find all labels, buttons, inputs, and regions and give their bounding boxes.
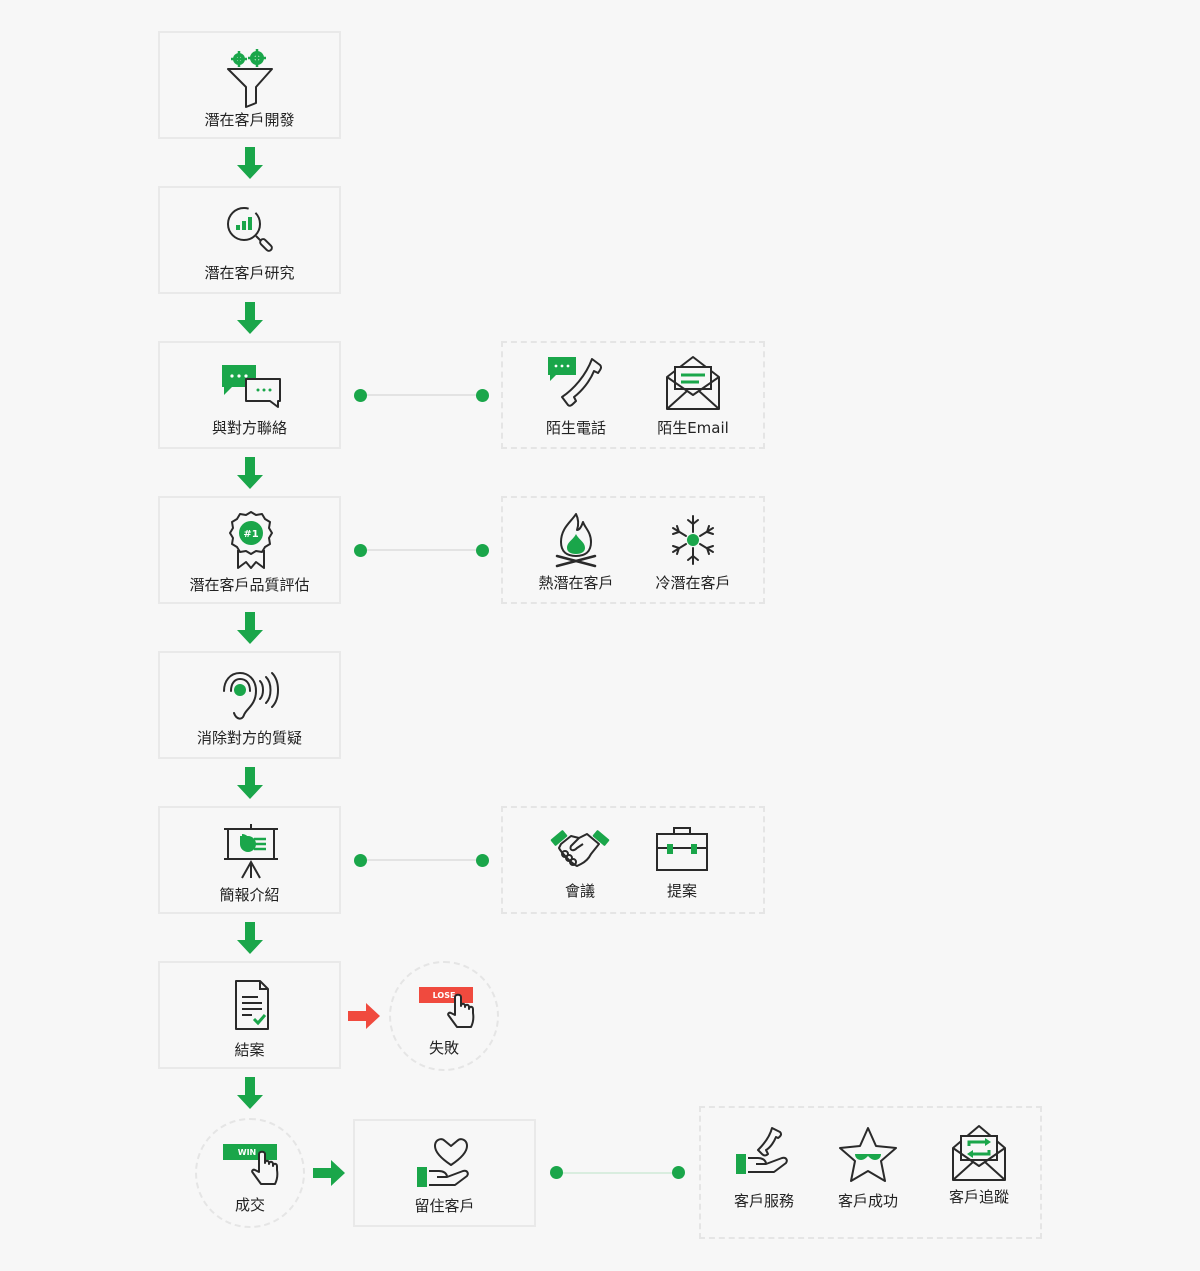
arrow-down-icon [237, 922, 263, 954]
option-cold-lead: 冷潛在客戶 [638, 512, 748, 592]
win-hand-icon: WIN [223, 1144, 279, 1185]
step-label: 潛在客戶研究 [204, 264, 295, 282]
step-label: 潛在客戶開發 [204, 111, 295, 129]
option-proposal: 提案 [627, 824, 737, 900]
step-prospecting: 潛在客戶開發 [158, 31, 341, 139]
connector-dot [354, 854, 367, 867]
arrow-right-icon [313, 1160, 345, 1186]
handshake-icon [550, 830, 610, 867]
svg-text:#1: #1 [243, 529, 258, 540]
gear-funnel-icon [227, 49, 273, 108]
arrow-down-icon [237, 302, 263, 334]
star-icon [839, 1127, 897, 1182]
contact-options-group: 陌生電話 陌生Email [501, 341, 765, 449]
step-objections: 消除對方的質疑 [158, 651, 341, 759]
step-presentation: 簡報介紹 [158, 806, 341, 914]
arrow-right-red-icon [348, 1003, 380, 1029]
step-label: 結案 [234, 1041, 265, 1059]
connector-dot [476, 544, 489, 557]
svg-text:LOSE: LOSE [433, 991, 456, 1000]
hand-phone-icon [736, 1127, 788, 1174]
step-label: 與對方聯絡 [211, 419, 287, 437]
snowflake-icon [672, 515, 714, 565]
option-cold-call: 陌生電話 [521, 355, 631, 437]
retain-options-group: 客戶服務 客戶成功 客戶追蹤 [699, 1106, 1042, 1239]
email-open-icon [666, 356, 720, 410]
arrow-down-icon [237, 457, 263, 489]
lose-label: 失敗 [428, 1039, 459, 1057]
step-label: 成交 [234, 1196, 265, 1214]
svg-text:WIN: WIN [238, 1148, 257, 1157]
hand-heart-icon [417, 1138, 469, 1187]
arrow-down-icon [237, 1077, 263, 1109]
magnifier-chart-icon [227, 207, 273, 252]
step-research: 潛在客戶研究 [158, 186, 341, 294]
step-retention: 留住客戶 [353, 1119, 536, 1227]
connector-dot [476, 389, 489, 402]
option-customer-success: 客戶成功 [813, 1126, 923, 1210]
document-check-icon [235, 980, 269, 1030]
email-cycle-icon [952, 1125, 1006, 1181]
connector-line [360, 394, 482, 396]
connector-line [360, 549, 482, 551]
step-label: 消除對方的質疑 [196, 729, 302, 747]
presentation-board-icon [224, 824, 278, 879]
step-contact: 與對方聯絡 [158, 341, 341, 449]
award-badge-icon: #1 [229, 511, 273, 569]
chat-bubbles-icon [222, 365, 281, 408]
connector-dot [354, 389, 367, 402]
step-label: 留住客戶 [414, 1197, 475, 1215]
arrow-down-icon [237, 767, 263, 799]
arrow-down-icon [237, 147, 263, 179]
step-closing: 結案 [158, 961, 341, 1069]
present-options-group: 會議 提案 [501, 806, 765, 914]
step-label: 潛在客戶品質評估 [189, 576, 310, 594]
ear-sound-icon [223, 671, 279, 720]
connector-dot [550, 1166, 563, 1179]
option-meeting: 會議 [525, 824, 635, 900]
connector-dot [672, 1166, 685, 1179]
connector-line [556, 1172, 678, 1174]
step-lost: LOSE 失敗 [389, 961, 499, 1071]
phone-chat-icon [548, 357, 603, 407]
connector-dot [354, 544, 367, 557]
option-hot-lead: 熱潛在客戶 [521, 512, 631, 592]
briefcase-icon [656, 827, 708, 871]
connector-dot [476, 854, 489, 867]
option-customer-service: 客戶服務 [709, 1126, 819, 1210]
qualify-options-group: 熱潛在客戶 冷潛在客戶 [501, 496, 765, 604]
campfire-icon [555, 513, 597, 568]
lose-hand-icon: LOSE [419, 987, 475, 1028]
step-label: 簡報介紹 [219, 886, 280, 904]
arrow-down-icon [237, 612, 263, 644]
option-cold-email: 陌生Email [638, 355, 748, 437]
connector-line [360, 859, 482, 861]
step-qualify: #1 潛在客戶品質評估 [158, 496, 341, 604]
option-customer-followup: 客戶追蹤 [924, 1124, 1034, 1206]
step-won: WIN 成交 [195, 1118, 305, 1228]
